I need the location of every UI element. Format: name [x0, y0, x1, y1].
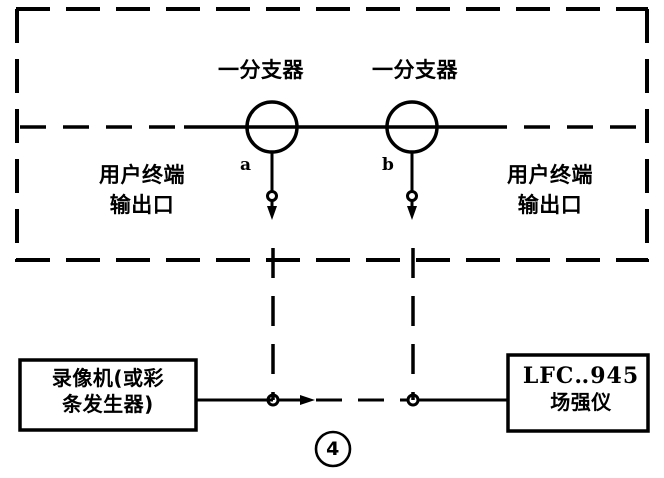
- outer-dashed-enclosure: [15, 7, 649, 262]
- bottom-connector-a: [266, 393, 280, 407]
- node-label-a: a: [240, 155, 252, 175]
- port-left-line2: 输出口: [109, 193, 175, 218]
- meter-name-line: 场强仪: [550, 390, 612, 415]
- bottom-connector-b: [406, 393, 420, 407]
- splitter-a[interactable]: [245, 100, 299, 220]
- user-terminal-output-port-right: 用户终端 输出口: [470, 160, 630, 221]
- bottom-arrow-head: [300, 395, 315, 405]
- port-right-line2: 输出口: [517, 193, 583, 218]
- figure-number-circle: [314, 430, 352, 468]
- splitter-b-tap-connector: [406, 190, 418, 202]
- splitter-a-tap-connector: [266, 190, 278, 202]
- node-label-b: b: [382, 155, 395, 175]
- field-strength-meter-label: LFC‥945 场强仪: [510, 362, 652, 416]
- splitter-a-label: 一分支器: [218, 58, 304, 82]
- bottom-interconnect-line: [196, 393, 508, 407]
- test-cable-drops: [271, 248, 415, 400]
- meter-model-line: LFC‥945: [522, 363, 640, 389]
- signal-source-box[interactable]: [18, 358, 198, 432]
- signal-source-box-label: 录像机(或彩 条发生器): [22, 366, 194, 417]
- figure-number-text: 4: [326, 438, 340, 460]
- splitter-b-label: 一分支器: [372, 58, 458, 82]
- splitter-b-arrow-head: [407, 206, 417, 220]
- field-strength-meter-box[interactable]: [506, 353, 650, 433]
- splitter-b[interactable]: [385, 100, 439, 220]
- signal-source-line2: 条发生器): [62, 391, 154, 416]
- splitter-a-arrow-head: [267, 206, 277, 220]
- signal-source-line1: 录像机(或彩: [51, 366, 165, 390]
- port-right-line1: 用户终端: [507, 163, 593, 187]
- user-terminal-output-port-left: 用户终端 输出口: [62, 160, 222, 221]
- port-left-line1: 用户终端: [99, 163, 185, 187]
